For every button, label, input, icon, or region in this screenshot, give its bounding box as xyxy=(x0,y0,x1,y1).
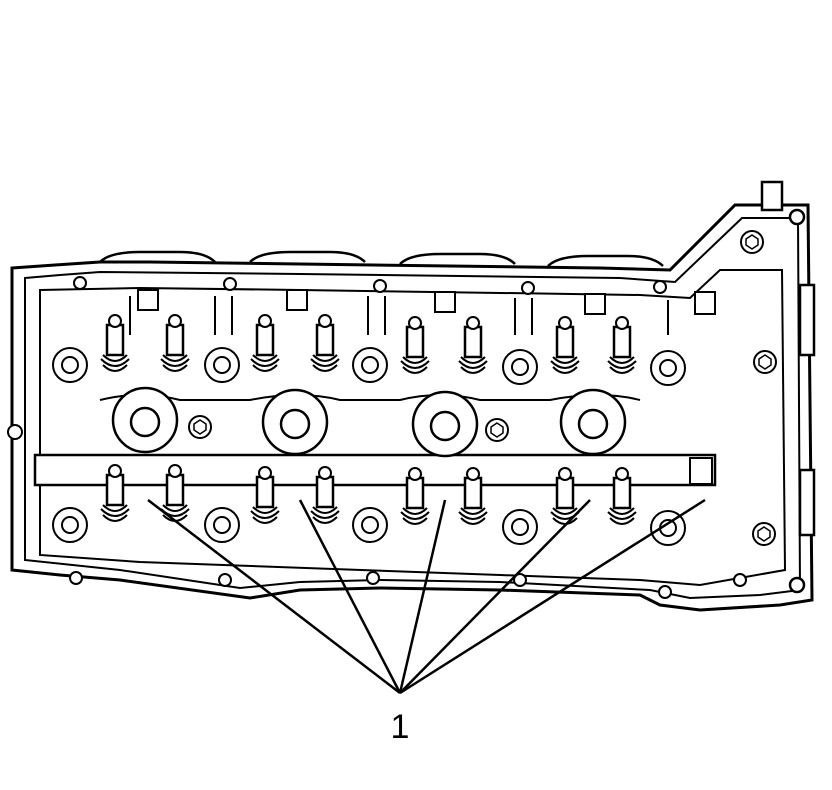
hex-bolts xyxy=(188,230,777,546)
right-edge-connectors xyxy=(788,208,816,594)
callout-label-1: 1 xyxy=(391,708,410,746)
spark-plug-bores xyxy=(111,386,627,458)
perimeter-holes xyxy=(7,276,747,599)
cam-cover-bumps xyxy=(99,250,664,267)
bearing-bridges xyxy=(129,296,669,335)
oil-feed-tabs xyxy=(137,289,716,485)
head-outline xyxy=(10,203,814,612)
top-tab xyxy=(760,180,784,212)
lower-camshaft xyxy=(33,453,717,487)
callout-leaders xyxy=(147,498,706,695)
upper-camshaft xyxy=(99,394,641,401)
